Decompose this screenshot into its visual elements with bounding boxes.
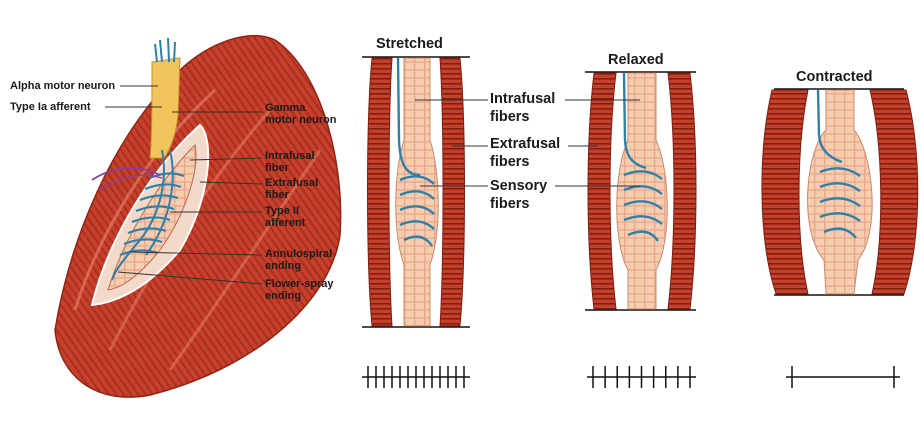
contracted-extrafusal-left <box>761 89 809 295</box>
label-annulospiral-ending: Annulospiral ending <box>265 248 333 272</box>
label-flower-spray-ending: Flower-spray ending <box>265 278 334 302</box>
nerve-sheath <box>149 57 181 159</box>
stretched-extrafusal-right <box>439 57 465 327</box>
label-type-ii-afferent: Type II afferent <box>265 205 306 229</box>
contracted-intrafusal <box>807 89 873 295</box>
label-type-ia-afferent: Type Ia afferent <box>10 101 91 113</box>
center-leader-lines <box>415 99 640 187</box>
label-gamma-motor-neuron: Gamma motor neuron <box>265 102 337 126</box>
label-intrafusal-fibers: Intrafusal fibers <box>490 91 556 125</box>
relaxed-extrafusal-right <box>667 72 697 310</box>
muscle-illustration <box>54 34 342 398</box>
label-sensory-fibers: Sensory fibers <box>490 178 548 212</box>
stretched-sarcomere-scale <box>362 366 470 388</box>
relaxed-extrafusal-left <box>587 72 617 310</box>
stretched-spindle <box>362 56 470 328</box>
whole-muscle <box>54 34 342 398</box>
relaxed-intrafusal <box>616 72 668 310</box>
label-extrafusal-fiber: Extrafusal fiber <box>265 177 319 201</box>
label-intrafusal-fiber: Intrafusal fiber <box>265 150 315 174</box>
label-alpha-motor-neuron: Alpha motor neuron <box>10 80 116 92</box>
label-extrafusal-fibers: Extrafusal fibers <box>490 136 561 170</box>
state-title-stretched: Stretched <box>376 36 443 52</box>
contracted-spindle <box>761 88 919 296</box>
state-title-contracted: Contracted <box>796 69 873 85</box>
relaxed-sarcomere-scale <box>587 366 696 388</box>
contracted-extrafusal-right <box>869 89 919 295</box>
stretched-extrafusal-left <box>367 57 393 327</box>
state-title-relaxed: Relaxed <box>608 52 664 68</box>
contracted-sarcomere-scale <box>786 366 900 388</box>
relaxed-spindle <box>585 71 697 311</box>
